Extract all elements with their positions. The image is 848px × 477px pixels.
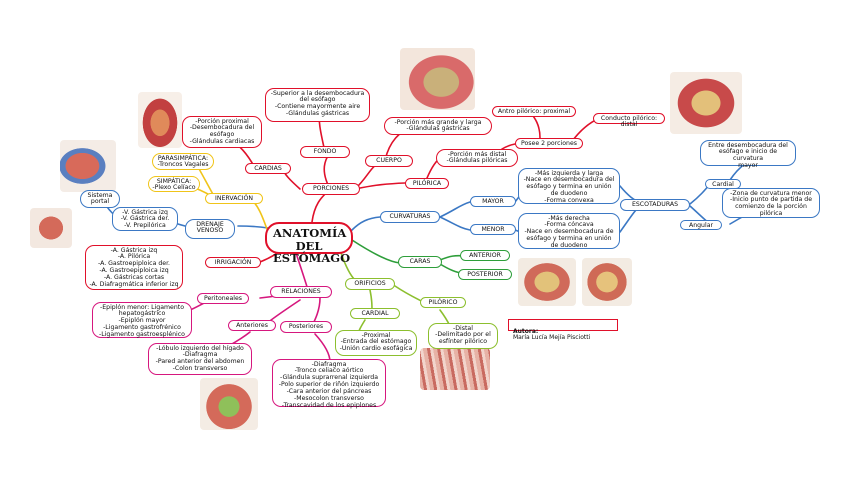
cardial-escotadura-node: Cardial: [705, 179, 741, 189]
irrigacion-node: IRRIGACIÓN: [205, 257, 261, 268]
author-credit: Autora: María Lucía Mejía Pisciotti: [508, 319, 618, 341]
anteriores-node: Anteriores: [228, 320, 276, 331]
simpatica-node: SIMPÁTICA: -Plexo Celíaco: [148, 176, 200, 192]
stomach-illustration-left-upper: [138, 92, 182, 148]
conducto-node: Conducto pilórico: distal: [593, 113, 665, 128]
piloric-orifice-node: PILÓRICO: [420, 297, 466, 308]
cardial-node: CARDIAL: [350, 308, 400, 319]
cuerpo-node: CUERPO: [365, 155, 413, 167]
posteriores-node: Posteriores: [280, 321, 332, 333]
stomach-illustration-left: [60, 140, 116, 192]
pilorica-node: PILÓRICA: [405, 178, 449, 189]
parasimpatica-node: PARASIMPÁTICA: -Troncos Vagales: [152, 153, 214, 170]
menor-desc: -Más derecha -Forma cóncava -Nace en des…: [518, 213, 620, 249]
angular-desc: -Zona de curvatura menor -Inicio punto d…: [722, 188, 820, 218]
mayor-node: MAYOR: [470, 196, 516, 207]
cardias-node: CARDIAS: [245, 163, 291, 174]
title-node: ANATOMÍA DEL ESTÓMAGO: [265, 222, 353, 265]
stomach-illustration-right: [670, 72, 742, 134]
orificios-node: ORIFICIOS: [345, 278, 395, 290]
cuerpo-desc: -Porción más grande y larga -Glándulas g…: [384, 117, 492, 135]
stomach-illustration-faces-anterior: [518, 258, 576, 306]
cardial-escotadura-desc: Entre desembocadura del esófago e inicio…: [700, 140, 796, 169]
pilorica-desc: -Porción más distal -Glándulas pilóricas: [436, 149, 518, 167]
posee-node: Posee 2 porciones: [515, 138, 583, 149]
anteriores-desc: -Lóbulo izquierdo del hígado -Diafragma …: [148, 343, 252, 375]
caras-node: CARAS: [398, 256, 442, 268]
drenaje-node: DRENAJE VENOSO: [185, 219, 235, 239]
stomach-illustration-faces-posterior: [582, 258, 632, 306]
angular-node: Angular: [680, 220, 722, 230]
escotaduras-node: ESCOTADURAS: [620, 199, 690, 211]
irrigacion-desc: -A. Gástrica izq -A. Pilórica -A. Gastro…: [85, 245, 183, 290]
sistema-portal-node: Sistema portal: [80, 190, 120, 208]
fondo-desc: -Superior a la desembocadura del esófago…: [265, 88, 370, 122]
piloric-orifice-desc: -Distal -Delimitado por el esfínter piló…: [428, 323, 498, 349]
cardias-desc: -Porción proximal -Desembocadura del esó…: [182, 116, 262, 148]
inervacion-node: INERVACIÓN: [205, 193, 263, 204]
pylorus-section-illustration: [420, 348, 490, 390]
posterior-node: POSTERIOR: [458, 269, 512, 280]
anterior-node: ANTERIOR: [460, 250, 510, 261]
peritoneales-node: Peritoneales: [197, 293, 249, 304]
mayor-desc: -Más izquierda y larga -Nace en desemboc…: [518, 168, 620, 204]
stomach-illustration-bottom: [200, 378, 258, 430]
relaciones-node: RELACIONES: [270, 286, 332, 298]
author-name: María Lucía Mejía Pisciotti: [513, 334, 591, 342]
porciones-node: PORCIONES: [302, 183, 360, 195]
menor-node: MENOR: [470, 224, 516, 235]
stomach-illustration-left-lower: [30, 208, 72, 248]
curvaturas-node: CURVATURAS: [380, 211, 440, 223]
peritoneales-desc: -Epiplón menor: Ligamento hepatogástrico…: [92, 302, 192, 338]
stomach-illustration-top: [400, 48, 475, 110]
cardial-desc: -Proximal -Entrada del estómago -Unión c…: [335, 330, 417, 356]
author-label: Autora:: [513, 327, 539, 335]
fondo-node: FONDO: [300, 146, 350, 158]
posteriores-desc: -Diafragma -Tronco celiaco aórtico -Glán…: [272, 359, 386, 409]
drenaje-desc: -V. Gástrica izq -V. Gástrica der. -V. P…: [112, 207, 178, 231]
antro-node: Antro pilórico: proximal: [492, 106, 576, 117]
